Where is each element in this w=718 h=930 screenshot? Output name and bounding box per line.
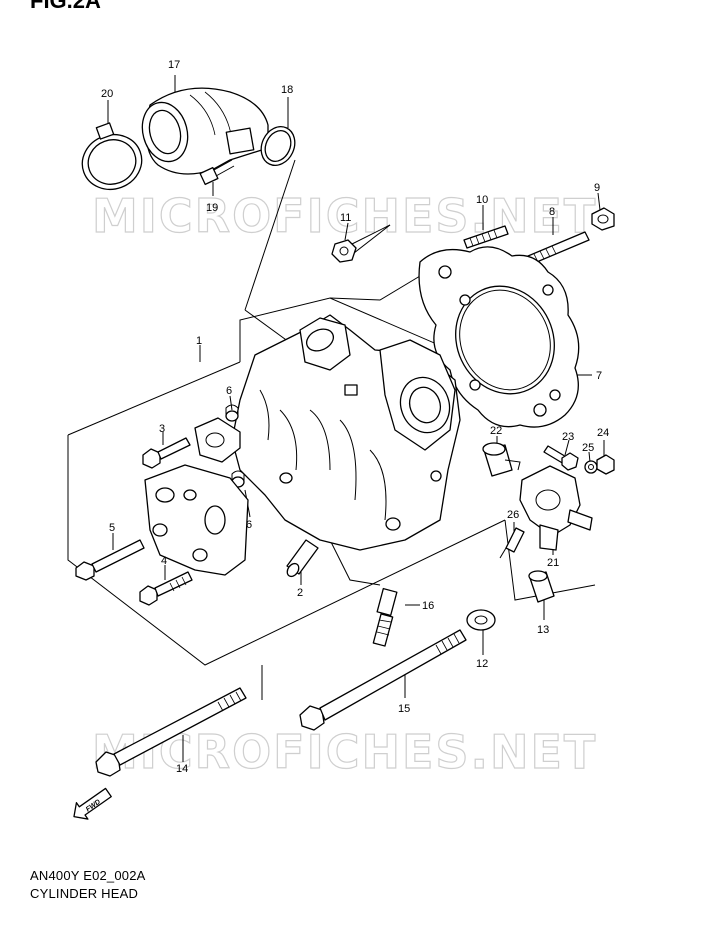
callout-10: 10 <box>476 194 488 206</box>
intake-pipe-part-17 <box>141 87 269 175</box>
nut-part-11 <box>331 239 357 263</box>
dowel-pin-part-6-upper <box>225 404 239 422</box>
bolt-part-14 <box>95 687 247 777</box>
nut-part-9 <box>591 207 615 231</box>
callout-9: 9 <box>594 182 600 194</box>
bolt-part-19 <box>199 159 235 186</box>
thermostat-part-22 <box>482 442 521 477</box>
callout-16: 16 <box>422 600 434 612</box>
callout-26: 26 <box>507 509 519 521</box>
callout-24: 24 <box>597 427 609 439</box>
callout-21: 21 <box>547 557 559 569</box>
callout-12: 12 <box>476 658 488 670</box>
callout-13: 13 <box>537 624 549 636</box>
callout-4: 4 <box>161 555 167 567</box>
callout-5: 5 <box>109 522 115 534</box>
cylinder-head-part-1 <box>231 314 461 551</box>
assembly-outline <box>67 269 596 700</box>
callout-2: 2 <box>297 587 303 599</box>
bolt-part-15 <box>299 629 467 731</box>
camshaft-cap <box>194 417 241 463</box>
bolt-part-5 <box>75 539 145 581</box>
bolt-part-3 <box>142 437 191 469</box>
callout-19: 19 <box>206 202 218 214</box>
callout-22: 22 <box>490 425 502 437</box>
bolt-part-23 <box>543 445 579 471</box>
washer-part-25 <box>584 460 598 474</box>
callout-18: 18 <box>281 84 293 96</box>
callout-14: 14 <box>176 763 188 775</box>
hose-clamp-part-20 <box>81 122 143 191</box>
o-ring-part-18 <box>260 126 296 166</box>
thermostat-cover-part-21 <box>519 465 593 551</box>
stud-part-10 <box>463 225 509 249</box>
head-gasket-part-7 <box>418 246 580 428</box>
figure-title: FIG.2A <box>30 0 101 13</box>
callout-labels: 1 2 3 4 5 6 6 7 8 9 10 11 12 13 14 15 16… <box>101 59 609 775</box>
callout-15: 15 <box>398 703 410 715</box>
figure-name: CYLINDER HEAD <box>30 886 139 901</box>
callout-25: 25 <box>582 442 594 454</box>
callout-11: 11 <box>340 212 351 224</box>
guide-part-2 <box>286 539 319 578</box>
sensor-part-26 <box>499 527 525 559</box>
watermark-top: MICROFICHES.NET <box>92 189 597 243</box>
callout-8: 8 <box>549 206 555 218</box>
callout-1: 1 <box>196 335 202 347</box>
callout-6-lower: 6 <box>246 519 252 531</box>
sleeve-part-13 <box>528 570 555 603</box>
callout-20: 20 <box>101 88 113 100</box>
nut-part-24 <box>596 454 615 475</box>
fwd-arrow-icon: FWD <box>73 787 112 820</box>
callout-6-upper: 6 <box>226 385 232 397</box>
callout-23: 23 <box>562 431 574 443</box>
model-code: AN400Y E02_002A <box>30 868 146 883</box>
spark-plug-part-16 <box>372 587 398 647</box>
callout-17: 17 <box>168 59 180 71</box>
camshaft-holder <box>144 464 249 576</box>
washer-part-12 <box>466 609 496 631</box>
bolt-part-4 <box>139 571 193 606</box>
callout-3: 3 <box>159 423 165 435</box>
callout-7: 7 <box>596 370 602 382</box>
